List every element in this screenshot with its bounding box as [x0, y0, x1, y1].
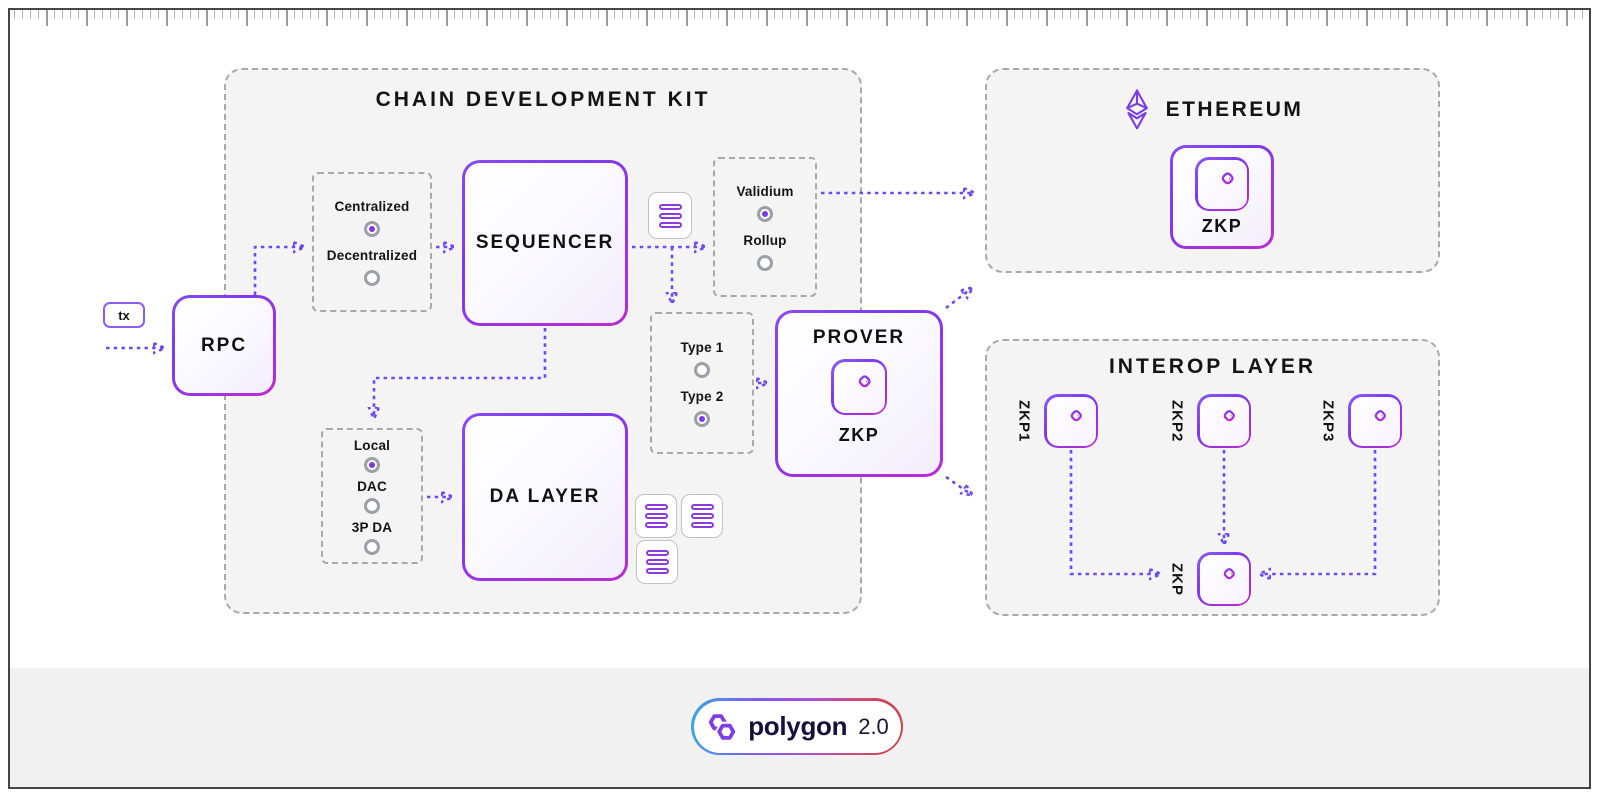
radio-3pda[interactable]	[364, 538, 380, 555]
da-options: Local DAC 3P DA	[321, 428, 423, 564]
key-icon	[1366, 410, 1386, 430]
prover-zkp-label: ZKP	[838, 425, 880, 445]
sequencer-mode-options: Centralized Decentralized	[312, 172, 432, 312]
zkp3-label: ZKP3	[1319, 399, 1337, 443]
da-layer-node: DA LAYER	[462, 413, 628, 581]
key-icon	[1213, 172, 1234, 194]
option-decentralized: Decentralized	[327, 248, 417, 286]
radio-centralized[interactable]	[364, 220, 380, 237]
ethereum-zkp-card: ZKP	[1170, 145, 1274, 249]
rpc-label: RPC	[200, 334, 248, 356]
prover-type-options: Type 1 Type 2	[650, 312, 754, 454]
ethereum-icon	[1125, 89, 1148, 130]
settlement-options: Validium Rollup	[713, 157, 817, 297]
radio-type1[interactable]	[694, 361, 710, 378]
brand-name: polygon	[748, 711, 848, 741]
ethereum-header: ETHEREUM	[985, 86, 1440, 134]
ruler	[10, 10, 1590, 28]
option-label: Rollup	[743, 232, 787, 248]
option-label: Type 1	[680, 339, 724, 355]
option-label: Centralized	[334, 198, 410, 214]
option-rollup: Rollup	[743, 233, 786, 271]
key-icon	[1215, 410, 1235, 430]
zkp2-label: ZKP2	[1168, 399, 1186, 443]
ethereum-zkp-tile	[1195, 157, 1249, 211]
batch-stack-icon	[681, 494, 723, 538]
da-layer-label: DA LAYER	[489, 486, 601, 507]
radio-type2[interactable]	[694, 410, 710, 427]
option-3pda: 3P DA	[352, 520, 393, 555]
zkp1-label: ZKP1	[1015, 399, 1033, 443]
option-type1: Type 1	[681, 340, 724, 378]
interop-title: INTEROP LAYER	[1108, 355, 1317, 378]
radio-rollup[interactable]	[756, 254, 773, 271]
batch-stack-icon	[635, 494, 677, 538]
radio-dac[interactable]	[363, 497, 380, 514]
batch-stack-icon	[648, 192, 692, 239]
option-label: Local	[353, 437, 391, 453]
sequencer-node: SEQUENCER	[462, 160, 628, 326]
zkp1-tile	[1044, 394, 1098, 448]
zkp3-tile	[1348, 394, 1402, 448]
batch-stack-icon	[636, 540, 678, 584]
option-validium: Validium	[736, 184, 793, 222]
radio-local[interactable]	[363, 456, 380, 473]
ethereum-zkp-label: ZKP	[1201, 216, 1243, 236]
option-centralized: Centralized	[335, 199, 410, 237]
sequencer-label: SEQUENCER	[475, 232, 615, 253]
radio-decentralized[interactable]	[363, 269, 380, 286]
prover-node: PROVER ZKP	[775, 310, 943, 477]
radio-validium[interactable]	[757, 205, 773, 222]
cdk-title: CHAIN DEVELOPMENT KIT	[375, 88, 711, 111]
interop-aggregate-zkp-tile	[1197, 552, 1251, 606]
interop-aggregate-zkp-label: ZKP	[1168, 562, 1186, 596]
polygon-logo-icon	[708, 713, 738, 742]
rpc-node: RPC	[172, 295, 276, 396]
option-dac: DAC	[357, 479, 387, 514]
tx-chip: tx	[103, 302, 145, 328]
tx-label: tx	[118, 307, 130, 323]
option-type2: Type 2	[681, 389, 724, 427]
arrow-prover-to-ethereum	[945, 288, 972, 310]
key-icon	[850, 375, 871, 397]
option-label: DAC	[357, 478, 387, 494]
key-icon	[1215, 568, 1235, 588]
zkp2-tile	[1197, 394, 1251, 448]
option-label: Type 2	[680, 388, 724, 404]
polygon-badge: polygon 2.0	[691, 698, 903, 755]
ethereum-title: ETHEREUM	[1165, 98, 1304, 121]
option-local: Local	[354, 438, 390, 473]
prover-title: PROVER	[812, 327, 906, 348]
option-label: 3P DA	[351, 519, 393, 535]
key-icon	[1062, 410, 1082, 430]
brand-version: 2.0	[858, 713, 889, 739]
option-label: Validium	[736, 183, 794, 199]
prover-zkp-tile	[831, 359, 887, 415]
arrow-prover-to-interop	[945, 475, 972, 495]
option-label: Decentralized	[326, 247, 418, 263]
